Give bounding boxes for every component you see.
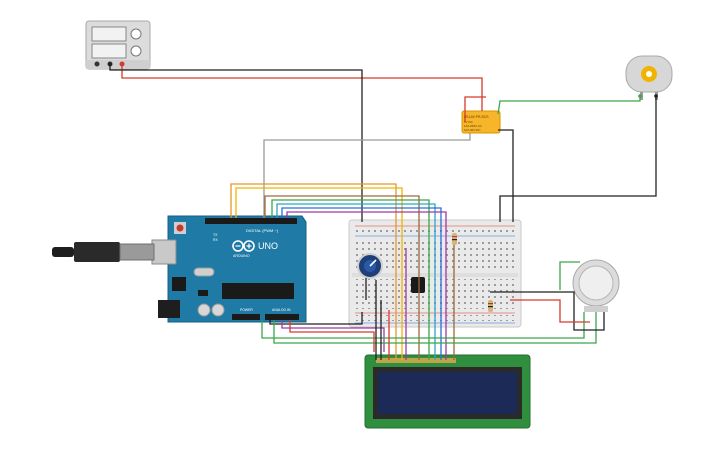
power-supply-icon[interactable] <box>85 20 151 70</box>
dc-motor-icon[interactable] <box>625 55 673 100</box>
relay-line2: 5V DC <box>464 120 474 124</box>
wire-yellow-d2 <box>235 187 403 360</box>
potentiometer-icon[interactable] <box>357 253 383 279</box>
wire-black-relay <box>498 129 514 222</box>
gas-sensor-icon[interactable] <box>572 259 620 312</box>
wire-orange-d1 <box>230 183 397 360</box>
wire-red-relay <box>464 96 486 122</box>
wire-green-5v <box>261 312 585 339</box>
relay-line4: 10A 30V DC <box>464 128 481 132</box>
wire-ends <box>108 62 658 98</box>
wire-black-gas <box>490 291 605 331</box>
wire-green-gas <box>559 261 580 290</box>
wire-blue-d6 <box>281 207 442 360</box>
lcd-16x2-display[interactable] <box>364 354 531 429</box>
resistor-top[interactable] <box>452 233 457 245</box>
arduino-power-header-label: POWER <box>240 308 253 312</box>
wire-black-psu <box>109 64 363 222</box>
wire-red-a1 <box>289 320 375 352</box>
arduino-rx-label: RX <box>213 238 219 242</box>
resistor-bottom[interactable] <box>488 300 493 312</box>
arduino-sub-text: ARDUINO <box>233 254 250 258</box>
wire-black-gnd <box>269 312 363 325</box>
arduino-analog-header-label: ANALOG IN <box>272 308 291 312</box>
wire-green-d4 <box>271 199 430 360</box>
arduino-digital-header-label: DIGITAL (PWM ~) <box>246 228 279 233</box>
relay-line1: RELAY-PR-SCS <box>464 115 489 119</box>
relay-line3: 10A 250V AC <box>464 124 483 128</box>
wire-cyan-d5 <box>276 203 436 360</box>
wire-red-gas <box>510 299 590 323</box>
wires <box>109 64 657 360</box>
arduino-uno-board[interactable]: DIGITAL (PWM ~) UNO ARDUINO TX RX POWER … <box>151 215 307 323</box>
temperature-sensor-icon[interactable] <box>411 277 425 293</box>
wire-gray-relay <box>263 133 471 218</box>
relay-module[interactable]: RELAY-PR-SCS 5V DC 10A 250V AC 10A 30V D… <box>461 110 501 134</box>
usb-cable-icon[interactable] <box>52 242 155 262</box>
wire-red-psu <box>121 64 483 111</box>
wire-brown-d3 <box>264 195 420 360</box>
arduino-brand-text: UNO <box>258 241 278 251</box>
wire-green-gnd <box>273 312 597 344</box>
wire-black-motor <box>499 96 657 222</box>
wire-purple-a0 <box>281 320 385 352</box>
arduino-tx-label: TX <box>213 233 218 237</box>
arduino-logo <box>232 240 255 252</box>
wire-purple-d7 <box>286 211 447 360</box>
wire-green-motor <box>497 96 641 115</box>
